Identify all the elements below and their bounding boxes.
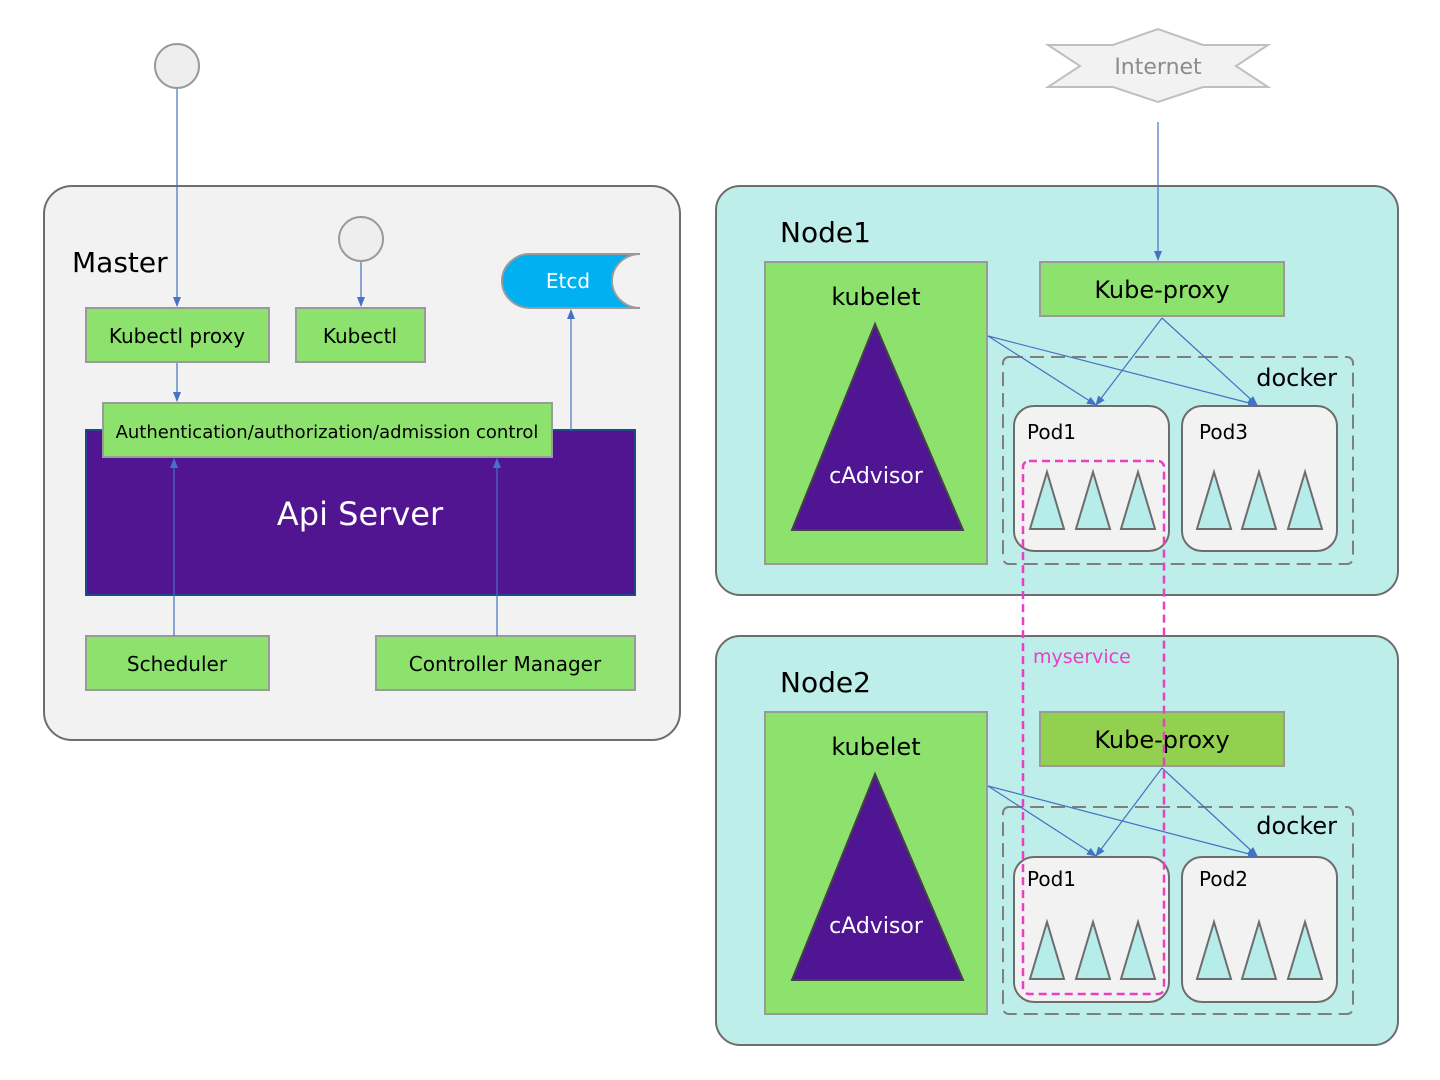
kubectl-label: Kubectl: [323, 324, 397, 348]
node2-title: Node2: [780, 666, 871, 699]
arrow-node1-kubelet-to-pod1: [987, 335, 1097, 406]
node1-pod3-label: Pod3: [1199, 420, 1248, 444]
node1-pod3-container-2: [1240, 468, 1278, 530]
node1-pod3-container-3: [1286, 468, 1324, 530]
node2-kubelet-label: kubelet: [831, 733, 920, 761]
controller-manager-label: Controller Manager: [409, 652, 602, 676]
controller-manager-box: [375, 635, 636, 691]
node2-kube-proxy-box: [1039, 711, 1285, 767]
node1-pod1-container-1: [1028, 468, 1066, 530]
etcd-label: Etcd: [546, 269, 590, 293]
myservice-boundary: [1021, 459, 1166, 996]
kubectl-box: [295, 307, 426, 363]
node1-kube-proxy-label: Kube-proxy: [1094, 276, 1229, 304]
internet-label: Internet: [1114, 55, 1202, 80]
node2-pod2-label: Pod2: [1199, 867, 1248, 891]
node2-pod1-container-2: [1074, 918, 1112, 980]
node2-cadvisor-triangle: [790, 771, 965, 981]
node1-cadvisor-label: cAdvisor: [829, 464, 924, 489]
arrow-node2-proxy-to-pod1: [1095, 767, 1163, 857]
arrow-node1-kubelet-to-pod3: [987, 335, 1258, 407]
node1-kubelet-label: kubelet: [831, 283, 920, 311]
arrow-node1-proxy-to-pod1: [1095, 317, 1163, 406]
node1-pod1-label: Pod1: [1027, 420, 1076, 444]
node2-pod1-container-3: [1119, 918, 1157, 980]
kubectl-proxy-label: Kubectl proxy: [109, 324, 245, 348]
node2-cadvisor-label: cAdvisor: [829, 914, 924, 939]
myservice-label: myservice: [1033, 646, 1131, 668]
node1-pod1-container-3: [1119, 468, 1157, 530]
node1-title: Node1: [780, 216, 871, 249]
master-title: Master: [72, 246, 168, 279]
scheduler-box: [85, 635, 270, 691]
node1-docker-container: [1002, 356, 1354, 565]
arrow-node1-proxy-to-pod3: [1161, 317, 1258, 406]
node1-pod3-container-1: [1195, 468, 1233, 530]
node2-kube-proxy-label: Kube-proxy: [1094, 726, 1229, 754]
user-actor-icon-2: [338, 216, 384, 262]
node2-pod2-container-1: [1195, 918, 1233, 980]
etcd-storage: [501, 253, 641, 309]
scheduler-label: Scheduler: [127, 652, 228, 676]
node1-pod1-container-2: [1074, 468, 1112, 530]
node2-docker-container: [1002, 806, 1354, 1015]
node1-kube-proxy-box: [1039, 261, 1285, 317]
node2-pod2-container-2: [1240, 918, 1278, 980]
arrow-node2-proxy-to-pod2: [1161, 767, 1258, 857]
api-server-label: Api Server: [277, 495, 444, 533]
arrow-node2-kubelet-to-pod2: [987, 785, 1258, 858]
user-actor-icon: [154, 43, 200, 89]
node1-docker-label: docker: [1256, 364, 1337, 392]
auth-label: Authentication/authorization/admission c…: [116, 422, 539, 443]
kubectl-proxy-box: [85, 307, 270, 363]
node2-pod1-container-1: [1028, 918, 1066, 980]
internet-cloud: [1044, 27, 1272, 104]
node2-pod1-label: Pod1: [1027, 867, 1076, 891]
node2-pod2-container-3: [1286, 918, 1324, 980]
arrow-node2-kubelet-to-pod1: [987, 785, 1097, 857]
auth-box: [102, 402, 553, 458]
node2-docker-label: docker: [1256, 812, 1337, 840]
node1-cadvisor-triangle: [790, 321, 965, 531]
